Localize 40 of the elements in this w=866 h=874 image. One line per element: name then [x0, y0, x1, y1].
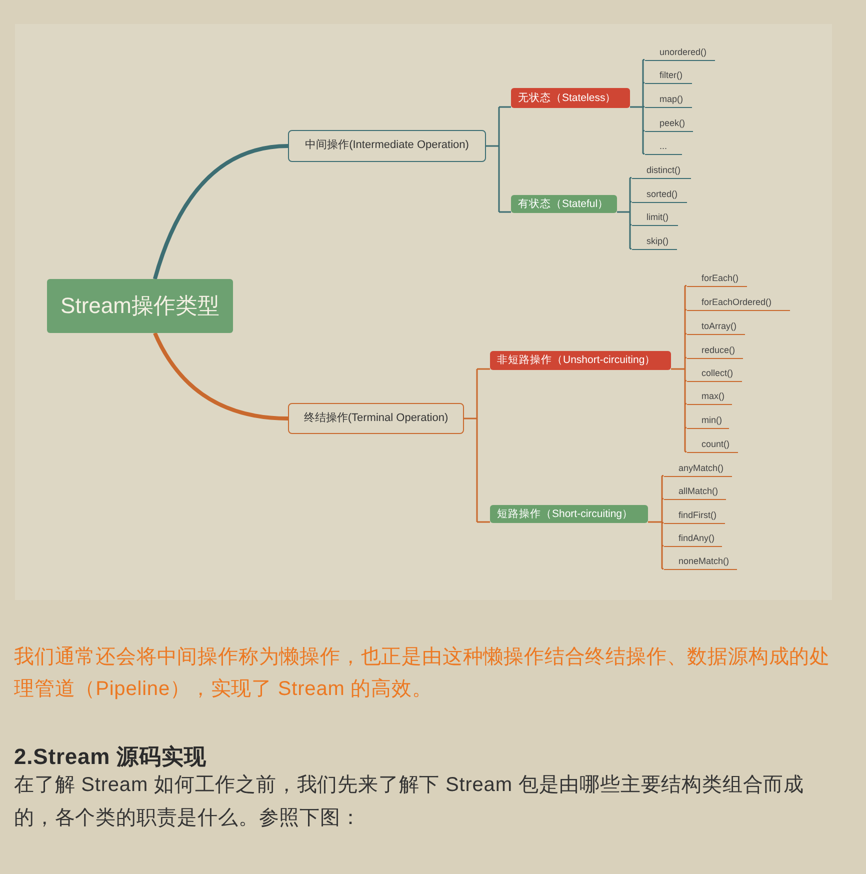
category-box: 有状态（Stateful）	[511, 195, 617, 213]
connector-line	[670, 285, 688, 452]
topic-box: 中间操作(Intermediate Operation)	[288, 130, 486, 162]
category-box: 非短路操作（Unshort-circuiting）	[490, 351, 671, 370]
leaf-label: collect()	[686, 366, 742, 382]
leaf-label: min()	[686, 413, 729, 428]
leaf-label: forEach()	[686, 271, 747, 286]
category-box: 短路操作（Short-circuiting）	[490, 505, 648, 523]
leaf-label: noneMatch()	[664, 554, 737, 570]
leaf-label: allMatch()	[664, 484, 726, 500]
leaf-label: count()	[686, 437, 738, 452]
leaf-label: findAny()	[664, 531, 722, 546]
connector-line	[629, 59, 646, 154]
category-box: 无状态（Stateless）	[511, 88, 630, 108]
leaf-label: reduce()	[686, 343, 743, 358]
leaf-label: findFirst()	[664, 508, 725, 524]
connector-line	[463, 368, 491, 523]
connector-line	[485, 106, 512, 213]
leaf-label: peek()	[644, 116, 693, 132]
leaf-label: map()	[644, 92, 692, 108]
paragraph-text: 在了解 Stream 如何工作之前，我们先来了解下 Stream 包是由哪些主要结构类组合而成的，各个类的职责是什么。参照下图：	[14, 773, 805, 831]
leaf-label: anyMatch()	[664, 461, 732, 476]
leaf-label: filter()	[644, 68, 692, 84]
section-heading: 2.Stream 源码实现	[14, 743, 208, 771]
topic-box: 终结操作(Terminal Operation)	[288, 403, 464, 434]
root-box: Stream操作类型	[47, 279, 233, 333]
curved-connector	[153, 332, 288, 420]
connector-line	[647, 475, 664, 570]
leaf-label: distinct()	[632, 163, 691, 178]
leaf-label: toArray()	[686, 319, 745, 334]
paragraph-text: 我们通常还会将中间操作称为懒操作，也正是由这种懒操作结合终结操作、数据源构成的处理管道（Pipeline），实现了 Stream 的高效。	[14, 645, 831, 702]
leaf-label: forEachOrdered()	[686, 295, 790, 310]
curved-connector	[152, 144, 288, 280]
leaf-label: unordered()	[644, 45, 715, 60]
leaf-label: max()	[686, 389, 732, 404]
leaf-label: ...	[644, 139, 682, 154]
leaf-label: limit()	[632, 210, 678, 226]
leaf-label: skip()	[632, 234, 677, 250]
leaf-label: sorted()	[632, 187, 687, 202]
connector-line	[616, 177, 632, 250]
